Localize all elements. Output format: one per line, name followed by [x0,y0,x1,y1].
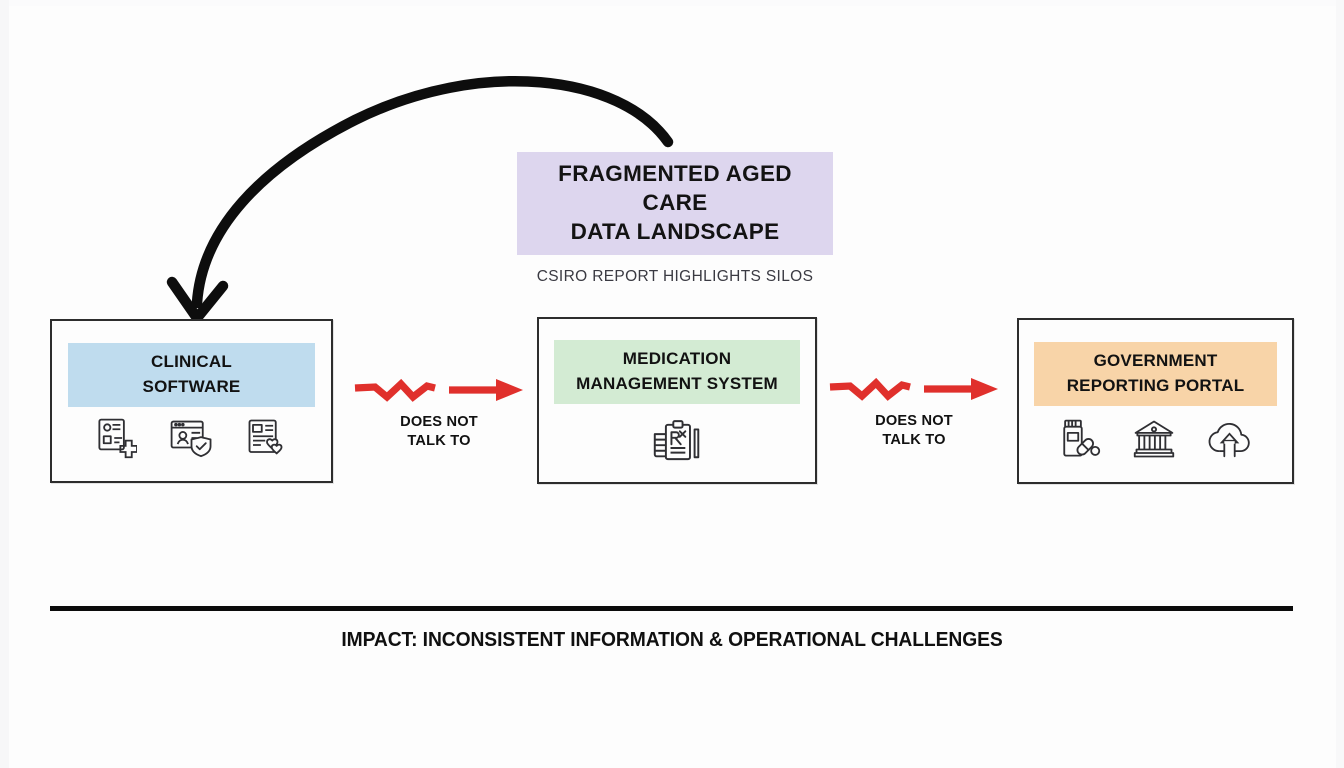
cloud-upload-icon [1208,423,1250,458]
curved-arrow-icon [166,76,674,327]
title-band: FRAGMENTED AGED CARE DATA LANDSCAPE [517,152,833,255]
medical-document-heart-icon [248,419,283,455]
medication-management-label-line-2: MANAGEMENT SYSTEM [576,374,778,393]
title-line-2: DATA LANDSCAPE [570,219,780,244]
broken-connector-clinical-to-medication: DOES NOT TALK TO [353,375,525,451]
heading-block: FRAGMENTED AGED CARE DATA LANDSCAPE CSIR… [517,152,833,286]
patient-record-plus-icon [98,418,137,459]
prescription-clipboard-icon [653,420,700,461]
broken-zigzag-arrow-icon [354,378,523,402]
system-box-clinical-software[interactable]: CLINICAL SOFTWARE [50,319,333,483]
impact-divider-rule [50,606,1293,611]
broken-connector-medication-to-government: DOES NOT TALK TO [828,374,1000,450]
government-reporting-label-line-1: GOVERNMENT [1093,351,1218,370]
connector-1-caption-line-2: TALK TO [407,433,471,449]
clinical-software-label-line-2: SOFTWARE [142,377,241,396]
system-box-medication-management-system[interactable]: MEDICATION MANAGEMENT SYSTEM [537,317,817,484]
government-reporting-icon-row [1019,418,1292,460]
government-reporting-label-line-2: REPORTING PORTAL [1066,376,1245,395]
connector-2-caption-line-1: DOES NOT [875,413,953,429]
system-box-government-reporting-portal[interactable]: GOVERNMENT REPORTING PORTAL [1017,318,1294,484]
subtitle: CSIRO REPORT HIGHLIGHTS SILOS [536,268,814,285]
page-edge-right [1336,0,1344,768]
clinical-software-icon-row [52,417,331,459]
clinical-software-label-line-1: CLINICAL [151,352,232,371]
broken-zigzag-arrow-icon [829,377,998,401]
connector-1-caption-line-1: DOES NOT [400,414,478,430]
title-line-1: FRAGMENTED AGED CARE [558,161,792,215]
impact-statement: IMPACT: INCONSISTENT INFORMATION & OPERA… [341,628,1003,651]
government-building-icon [1133,420,1175,458]
government-reporting-band: GOVERNMENT REPORTING PORTAL [1034,342,1277,406]
page-edge-left [0,0,9,768]
medication-management-band: MEDICATION MANAGEMENT SYSTEM [554,340,800,404]
page-edge-top [0,0,1344,6]
user-profile-shield-icon [170,420,212,458]
connector-1-caption: DOES NOT TALK TO [353,413,525,451]
pill-bottle-capsules-icon [1063,419,1101,457]
medication-management-label-line-1: MEDICATION [622,349,732,368]
clinical-software-band: CLINICAL SOFTWARE [68,343,315,407]
connector-2-caption-line-2: TALK TO [882,432,946,448]
connector-2-caption: DOES NOT TALK TO [828,412,1000,450]
medication-management-icon-row [539,419,815,464]
